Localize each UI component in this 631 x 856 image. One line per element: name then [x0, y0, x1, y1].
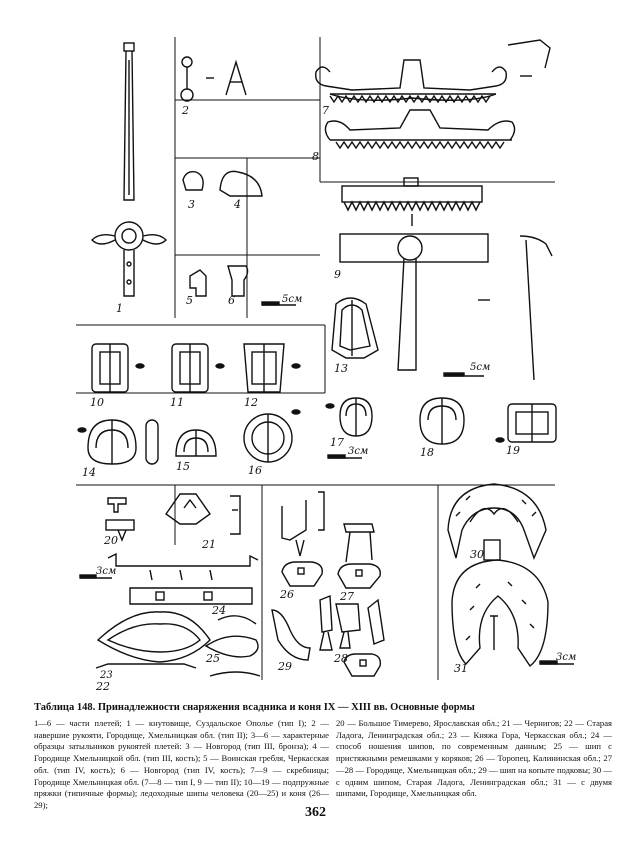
figure-7-8-curry-combs: [315, 39, 551, 150]
figure-10-12-buckles: [91, 343, 301, 393]
figure-label-11: 11: [170, 396, 184, 409]
figure-3-4-butt-ends: [182, 170, 263, 197]
figure-label-2: 2: [182, 104, 189, 117]
figure-label-8: 8: [312, 150, 319, 163]
figure-label-29: 29: [278, 660, 292, 673]
figure-label-14: 14: [82, 466, 96, 479]
figure-label-19: 19: [506, 444, 520, 457]
caption-right-column: 20 — Большое Тимерево, Ярославская обл.;…: [336, 718, 612, 799]
figure-label-15: 15: [176, 460, 190, 473]
figure-9-curry-comb: [339, 177, 553, 381]
figure-30-31-horseshoes: [447, 483, 574, 668]
figure-label-27: 27: [340, 590, 354, 603]
scale-label-figs-1-6: 5см: [282, 294, 303, 305]
figure-label-22: 22: [96, 680, 110, 693]
figure-label-10: 10: [90, 396, 104, 409]
figure-label-9: 9: [334, 268, 341, 281]
figure-label-1: 1: [116, 302, 123, 315]
figure-label-30: 30: [470, 548, 484, 561]
plate-drawings: [76, 37, 574, 680]
figure-label-7: 7: [322, 104, 329, 117]
figure-label-21: 21: [202, 538, 216, 551]
figure-label-16: 16: [248, 464, 262, 477]
figure-label-20: 20: [104, 534, 118, 547]
figure-label-3: 3: [188, 198, 195, 211]
figure-14-19-buckles: [77, 397, 557, 465]
figure-label-13: 13: [334, 362, 348, 375]
figure-label-6: 6: [228, 294, 235, 307]
figure-label-24: 24: [212, 604, 226, 617]
figure-label-12: 12: [244, 396, 258, 409]
figure-label-31: 31: [454, 662, 468, 675]
figure-5-6-butt-ends: [189, 265, 296, 306]
figure-13-buckle: [331, 297, 379, 359]
figure-1-whip-handle: [91, 42, 167, 297]
figure-label-26: 26: [280, 588, 294, 601]
scale-label-figs-10-19: 3см: [348, 446, 369, 457]
figure-label-4: 4: [234, 198, 241, 211]
figure-label-18: 18: [420, 446, 434, 459]
figure-label-25: 25: [206, 652, 220, 665]
figure-label-28: 28: [334, 652, 348, 665]
figure-26-29-horse-spikes: [271, 491, 385, 677]
table-caption-title: Таблица 148. Принадлежности снаряжения в…: [34, 702, 475, 713]
panel-frame-lines: [76, 37, 555, 680]
caption-left-column: 1—6 — части плетей; 1 — кнутовище, Сузда…: [34, 718, 329, 810]
figure-2-pommel: [180, 56, 247, 102]
figure-label-5: 5: [186, 294, 193, 307]
scale-bars: [443, 372, 484, 377]
figure-label-23: 23: [100, 670, 113, 681]
scale-label-fig-9: 5см: [470, 362, 491, 373]
page-number: 362: [305, 805, 326, 820]
figure-label-17: 17: [330, 436, 344, 449]
scale-label-figs-30-31: 3см: [556, 652, 577, 663]
figure-20-25-ice-spikes: [79, 493, 261, 677]
scale-label-figs-20-25: 3см: [96, 566, 117, 577]
illustration-plate: 1 2 3 4 5 6 7 8 9 10 11 12 13 14 15 16 1…: [76, 37, 577, 693]
